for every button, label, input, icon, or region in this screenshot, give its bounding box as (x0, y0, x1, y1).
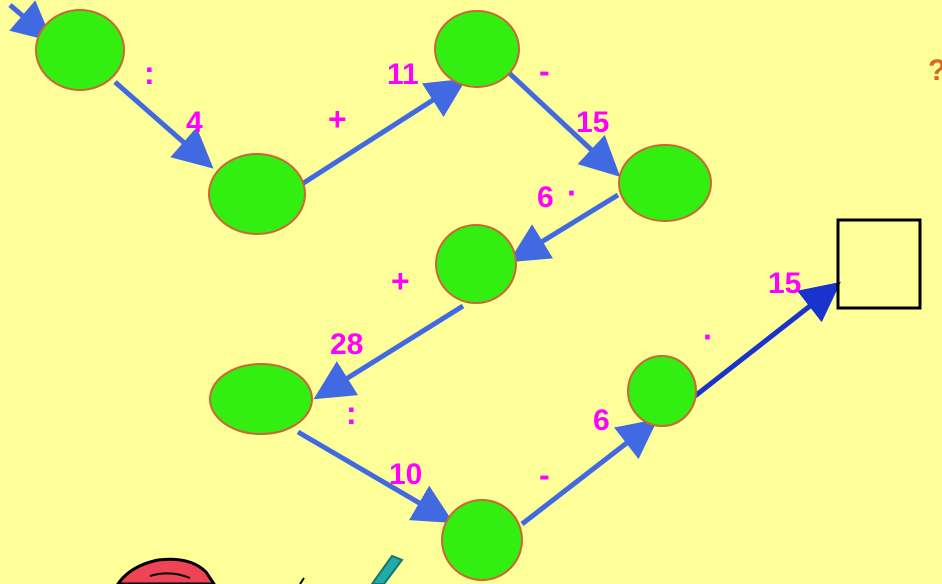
arrow-node3-to-node4 (506, 70, 621, 177)
node-8 (627, 355, 697, 427)
label-op-divide-1: : (144, 55, 155, 91)
label-op-dot-1: · (567, 175, 578, 211)
label-num-15-b: 15 (768, 267, 801, 300)
label-op-minus-2: - (539, 457, 550, 493)
node-4 (618, 144, 712, 222)
arrow-node5-to-node6 (313, 303, 465, 400)
label-op-minus-1: - (539, 53, 550, 89)
label-op-plus-2: + (391, 263, 410, 299)
arrow-node2-to-node3 (300, 78, 467, 187)
arrow-entry (8, 0, 53, 42)
arrows (8, 0, 841, 526)
arrow-node6-to-node7 (296, 429, 454, 524)
label-num-10: 10 (389, 458, 422, 491)
label-op-divide-2: : (346, 395, 357, 431)
arrow-node7-to-node8 (520, 418, 658, 526)
label-num-11: 11 (387, 58, 419, 91)
pencil-icon (299, 554, 404, 584)
label-num-28: 28 (330, 328, 363, 361)
label-num-15-a: 15 (576, 106, 609, 139)
arrow-node4-to-node5 (508, 192, 620, 263)
arrow-node8-to-result (693, 281, 841, 398)
node-3 (434, 10, 520, 88)
node-7 (441, 499, 523, 581)
node-5 (435, 224, 517, 304)
cartoon-figure-icon (116, 557, 216, 584)
nodes (35, 9, 712, 581)
question-mark: ? (928, 54, 942, 87)
label-num-4: 4 (186, 106, 203, 139)
label-op-dot-2: · (703, 319, 714, 355)
operation-labels: : 4 + 11 - 15 6 · + 28 : 10 - 6 · 15 (144, 53, 801, 493)
node-6 (209, 363, 313, 435)
label-num-6-a: 6 (537, 181, 554, 214)
answer-box[interactable] (836, 218, 922, 310)
arrow-node1-to-node2 (113, 80, 214, 169)
node-1 (35, 9, 125, 91)
label-num-6-b: 6 (593, 404, 610, 437)
node-2 (208, 153, 306, 235)
label-op-plus-1: + (328, 101, 347, 137)
